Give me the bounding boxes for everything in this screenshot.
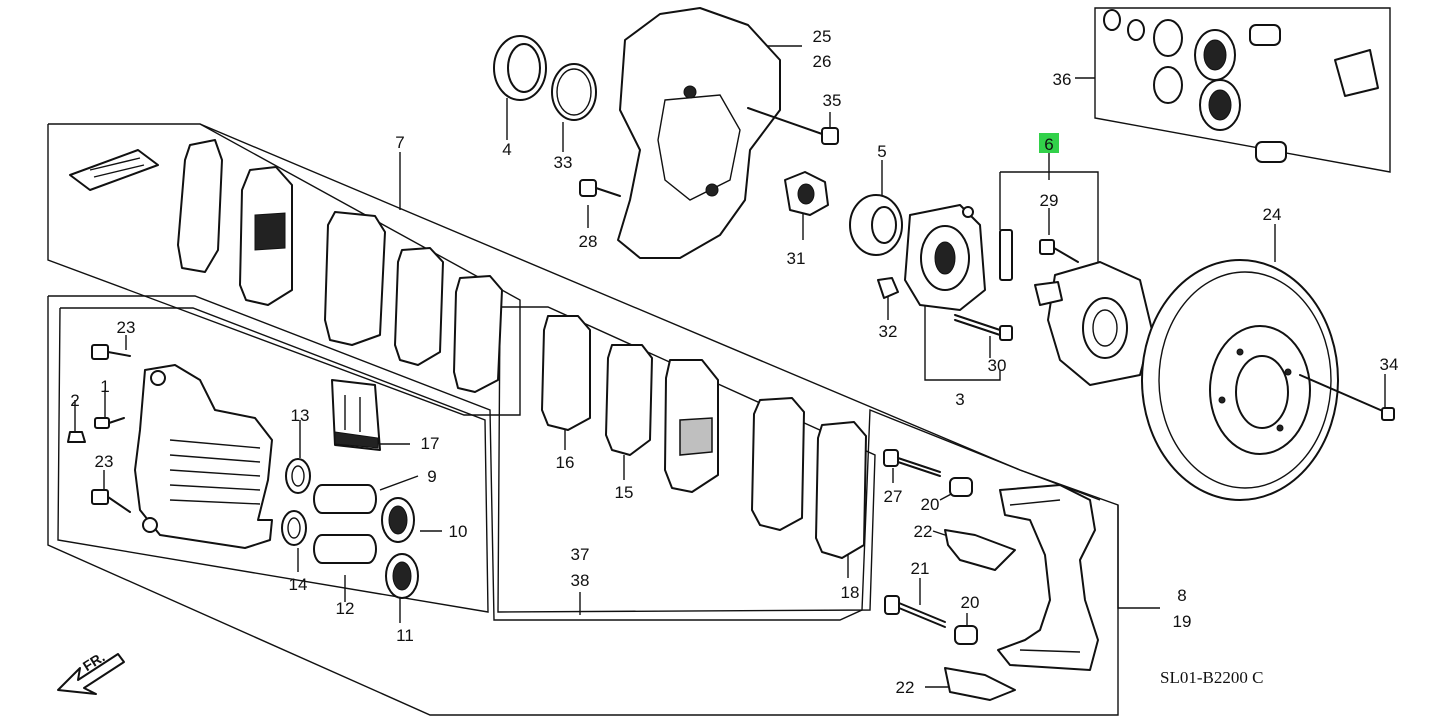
front-hub-6 [999,229,1153,386]
caliper-body [134,364,273,549]
frame-pad-set-37 [497,306,876,613]
callout-15: 15 [615,483,634,502]
splash-shield [617,7,781,259]
callout-2: 2 [70,391,79,410]
callout-33: 33 [554,153,573,172]
hub-bolt-29 [1039,239,1079,263]
callout-14: 14 [289,575,308,594]
highlight-6 [1039,133,1059,153]
callout-1: 1 [100,377,109,396]
callout-8: 8 [1177,586,1186,605]
callout-11: 11 [396,626,414,645]
callout-37: 37 [571,545,590,564]
frame-bracket-8 [1117,505,1160,609]
callout-12: 12 [336,599,355,618]
hub-bearing-3 [904,204,986,311]
pad-shim-set-7 [69,139,503,393]
callout-22a: 22 [914,522,933,541]
callout-labels: 7 25 26 35 4 33 28 5 31 6 29 36 24 34 32… [70,27,1398,697]
bolt-28 [579,179,621,197]
callout-19: 19 [1173,612,1192,631]
spindle-nut-31 [784,171,829,216]
diagram-code: SL01-B2200 C [1160,668,1263,687]
snap-ring-33 [551,63,597,121]
callout-18: 18 [841,583,860,602]
seal-kit-36 [1103,9,1379,163]
callout-32: 32 [879,322,898,341]
nut-32 [877,277,899,299]
pad-shim-set-37 [541,315,867,559]
front-direction-arrow [57,653,125,695]
bolt-35 [747,107,839,145]
caliper-bracket [997,484,1099,671]
callout-31: 31 [787,249,806,268]
anti-squeal-shim-17 [331,379,381,451]
callout-20a: 20 [921,495,940,514]
callout-10: 10 [449,522,468,541]
callout-29: 29 [1040,191,1059,210]
callout-20b: 20 [961,593,980,612]
brake-disc-24 [1141,259,1339,501]
callout-35: 35 [823,91,842,110]
pulser-ring-5 [849,194,903,256]
callout-21: 21 [911,559,930,578]
frame-bearing-3 [924,300,1001,381]
callout-28: 28 [579,232,598,251]
callout-36: 36 [1053,70,1072,89]
frame-hub-6 [999,171,1099,268]
screw-34 [1299,374,1395,421]
bolt-30 [954,314,1013,341]
callout-3: 3 [955,390,964,409]
oil-seal-4 [493,35,547,101]
frame-caliper-assembly [47,295,1119,716]
callout-17: 17 [421,434,440,453]
callout-23a: 23 [117,318,136,337]
callout-4: 4 [502,140,511,159]
callout-24: 24 [1263,205,1282,224]
callout-30: 30 [988,356,1007,375]
callout-13: 13 [291,406,310,425]
callout-23b: 23 [95,452,114,471]
piston-parts [281,458,419,599]
callout-38: 38 [571,571,590,590]
guide-pins [883,449,1016,701]
callout-26: 26 [813,52,832,71]
caliper-bolts [67,344,131,513]
callout-34: 34 [1380,355,1399,374]
callout-9: 9 [427,467,436,486]
callout-22b: 22 [896,678,915,697]
callout-5: 5 [877,142,886,161]
callout-7: 7 [395,133,404,152]
callout-25: 25 [813,27,832,46]
callout-16: 16 [556,453,575,472]
frame-kit-36 [1094,7,1391,173]
callout-6[interactable]: 6 [1044,135,1053,154]
callout-27: 27 [884,487,903,506]
